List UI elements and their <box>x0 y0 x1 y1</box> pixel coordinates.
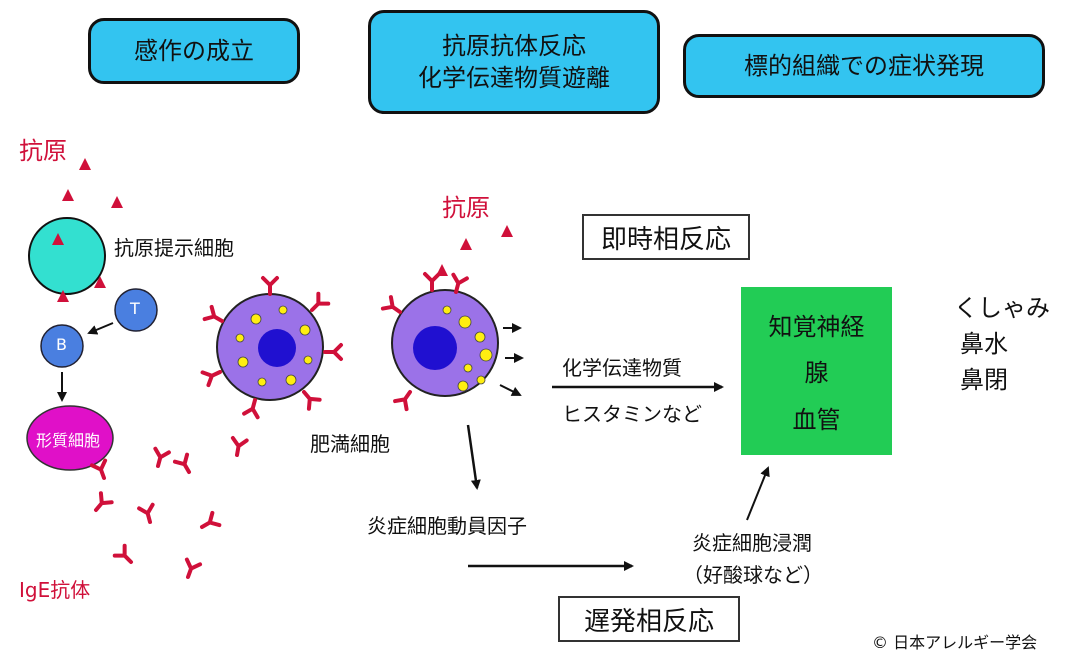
ige-antibody <box>115 546 136 567</box>
t-cell-label: T <box>130 299 140 318</box>
immediate-phase-label: 即時相反応 <box>600 224 731 255</box>
b-cell <box>40 324 84 368</box>
release-arrow <box>499 384 522 396</box>
mediators-label: 化学伝達物質 <box>562 356 682 380</box>
phase-symptoms-label: 標的組織での症状発現 <box>744 52 984 80</box>
recruit-factor-label: 炎症細胞動員因子 <box>367 514 527 538</box>
immediate-phase-box: 即時相反応 <box>582 214 750 260</box>
phase-reaction-label: 抗原抗体反応 化学伝達物質遊離 <box>418 32 610 92</box>
antigen-particle <box>460 238 472 250</box>
antigen-label-center: 抗原 <box>442 194 490 222</box>
target-tissue-vessel: 血管 <box>792 406 841 435</box>
infiltration-arrow <box>746 466 770 521</box>
mast-cell-activated <box>380 264 499 412</box>
ige-antibody <box>172 452 198 478</box>
ige-antibody <box>196 510 222 536</box>
histamine-label: ヒスタミンなど <box>562 402 702 426</box>
copyright: © 日本アレルギー学会 <box>872 633 1038 652</box>
plasma-cell-label: 形質細胞 <box>36 431 101 450</box>
t-to-b-arrow <box>87 322 114 335</box>
late-phase-box: 遅発相反応 <box>558 596 740 642</box>
target-tissue-box: 知覚神経 腺 血管 <box>741 287 892 455</box>
phase-sensitization-label: 感作の成立 <box>134 37 254 65</box>
antigen-presenting-cell <box>28 217 106 295</box>
target-tissue-nerve: 知覚神経 <box>768 312 865 341</box>
antigen-particle <box>501 225 513 237</box>
ige-antibody <box>228 436 249 459</box>
b-cell-label: B <box>56 335 67 354</box>
infiltration-note: （好酸球など） <box>683 563 823 587</box>
antigen-particle <box>111 196 123 208</box>
symptom-congestion: 鼻閉 <box>960 366 1008 394</box>
ige-antibody <box>137 502 159 526</box>
plasma-cell <box>26 405 114 471</box>
late-phase-label: 遅発相反応 <box>583 606 714 637</box>
symptom-rhinorrhea: 鼻水 <box>960 330 1008 358</box>
phase-symptom-expression: 標的組織での症状発現 <box>683 34 1045 98</box>
ige-antibody <box>179 557 203 582</box>
target-tissue-gland: 腺 <box>804 359 829 388</box>
mast-cell-label: 肥満細胞 <box>310 432 390 456</box>
phase-sensitization: 感作の成立 <box>88 18 300 84</box>
symptom-sneezing: くしゃみ <box>954 294 1050 322</box>
recruit-factor-arrow <box>466 424 481 490</box>
infiltration-label: 炎症細胞浸潤 <box>692 531 812 555</box>
phase-antigen-antibody-reaction: 抗原抗体反応 化学伝達物質遊離 <box>368 10 660 114</box>
antigen-particle <box>79 158 91 170</box>
ige-antibody <box>149 446 171 470</box>
ige-label: IgE抗体 <box>19 578 91 602</box>
apc-label: 抗原提示細胞 <box>114 236 234 260</box>
antigen-particle <box>62 189 74 201</box>
antigen-label-left: 抗原 <box>19 137 67 165</box>
t-cell <box>114 288 158 332</box>
mast-cell-unsensitized <box>200 276 343 420</box>
ige-antibody <box>88 491 114 517</box>
